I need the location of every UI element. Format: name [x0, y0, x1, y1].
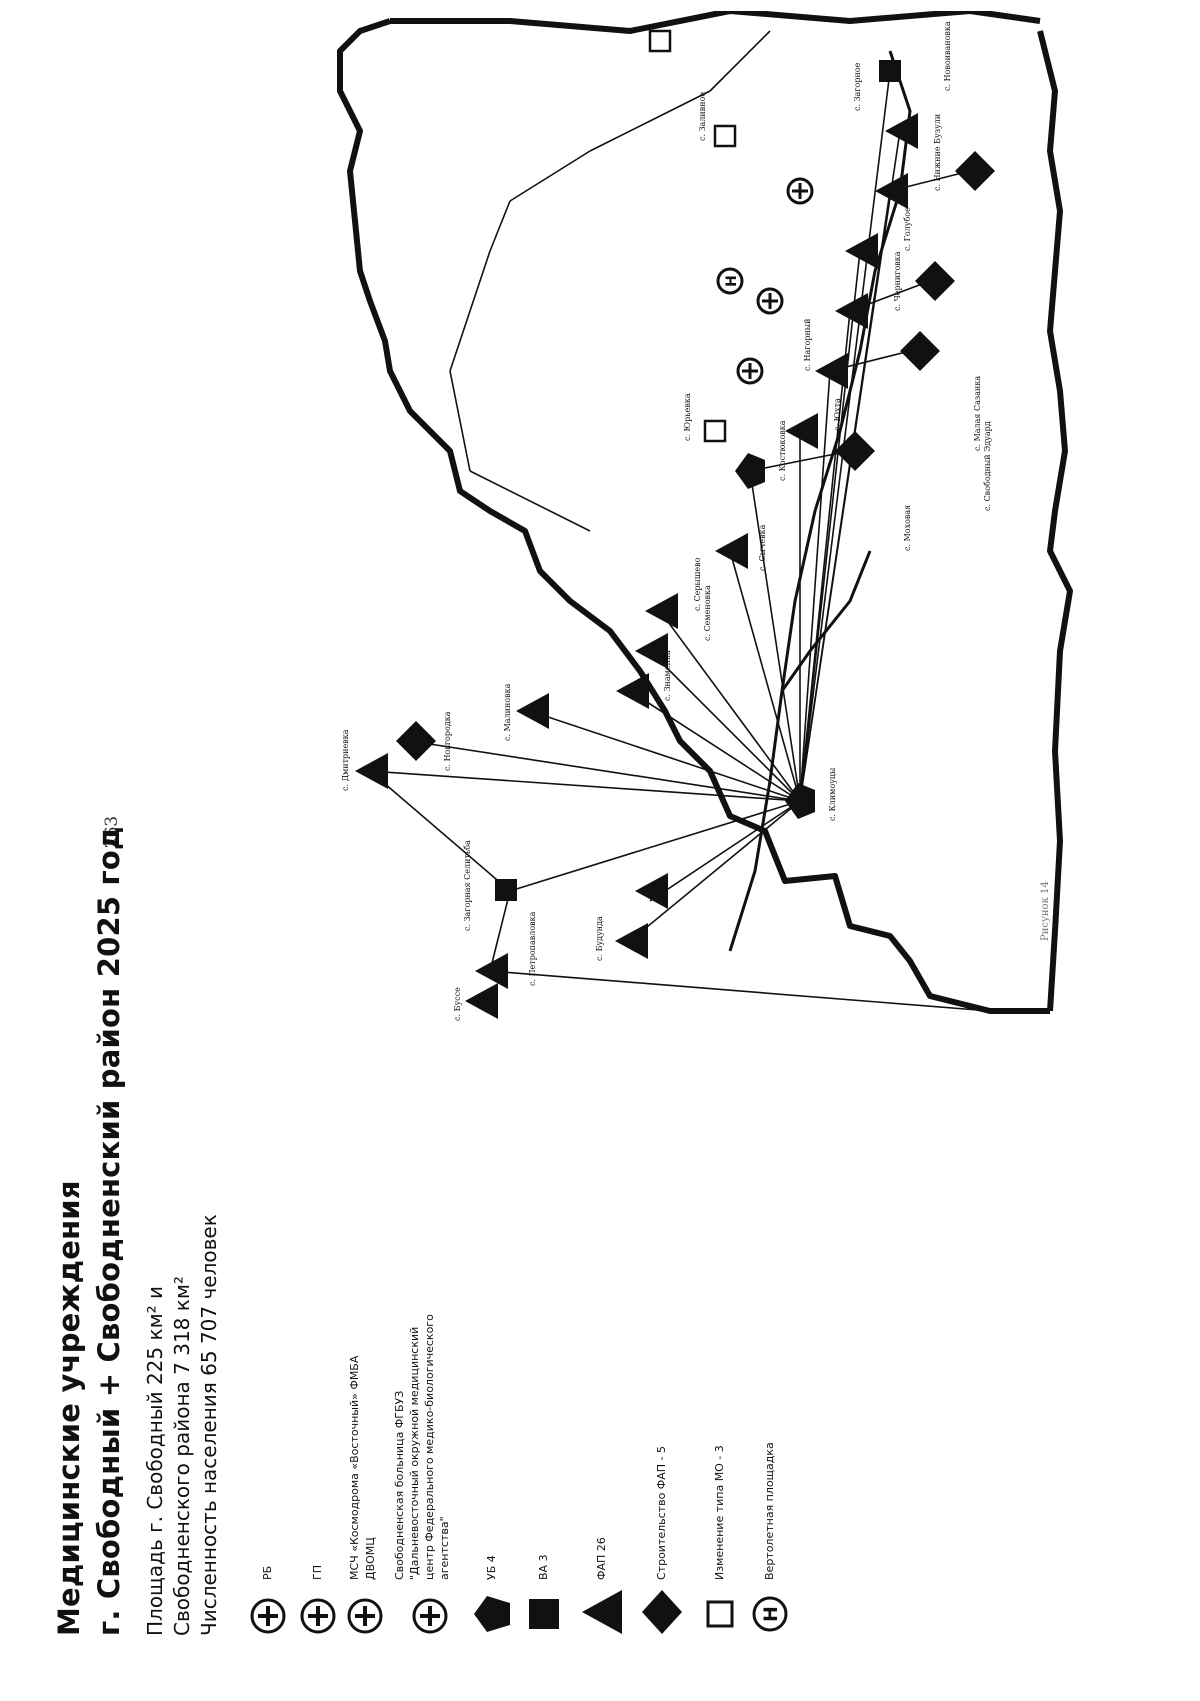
facility-markers [355, 60, 995, 1019]
river [728, 50, 912, 952]
place-label: с. Загорное [853, 62, 862, 111]
legend-item-va: ВА 3 [522, 1216, 582, 1636]
legend-label: Изменение типа МО - 3 [713, 1445, 726, 1580]
roads [369, 30, 991, 1012]
legend-label: Свободненская больница ФГБУЗ [393, 1390, 406, 1580]
place-label: с. Малиновка [503, 683, 512, 741]
legend-item-fap: ФАП 26 [580, 1216, 640, 1636]
legend-item-helipad: H Вертолетная площадка [748, 1216, 808, 1636]
helipad-icon: H [752, 1596, 788, 1632]
plus-circle-icon [347, 1598, 383, 1634]
plus-circle-icon [300, 1598, 336, 1634]
legend-label: агентства" [438, 1516, 451, 1580]
legend-label: РБ [261, 1565, 274, 1580]
legend-item-msch: МСЧ «Космодрома «Восточный» ФМБА ДВОМЦ [345, 1216, 405, 1636]
place-labels: с. Буссе с. Петропавловка с. Загорная Се… [341, 21, 992, 1021]
district-map: H с. Буссе с. Петропавловка с. Загорная … [337, 11, 1073, 1021]
legend-label: ДВОМЦ [364, 1537, 377, 1580]
area-district: Свободненского района 7 318 км² [170, 1276, 194, 1636]
legend-item-gp: ГП [298, 1216, 358, 1636]
hollow-square-icon [706, 1600, 734, 1628]
plus-circle-icon [412, 1598, 448, 1634]
place-label: с. Петропавловка [528, 911, 537, 986]
legend-item-ub: УБ 4 [470, 1216, 530, 1636]
legend-label: УБ 4 [485, 1555, 498, 1580]
place-label: с. Семеновка [703, 585, 712, 641]
page-title: Медицинские учреждения [52, 1180, 86, 1636]
square-icon [529, 1599, 559, 1629]
place-label: с. Загорная Селитьба [463, 840, 472, 931]
place-label: с. Заливное [698, 92, 707, 141]
area-city: Площадь г. Свободный 225 км² и [143, 1285, 167, 1636]
place-label: с. Знаменка [663, 650, 672, 701]
place-label: с. Климоуцы [828, 767, 837, 821]
legend-item-mo-type-change: Изменение типа МО - 3 [698, 1216, 758, 1636]
hospital-markers: H [716, 177, 814, 385]
place-label: с. Костюковка [778, 420, 787, 481]
place-label: с. Буссе [453, 987, 462, 1021]
place-label: с. Моховая [903, 505, 912, 551]
diamond-icon [642, 1590, 682, 1634]
plus-circle-icon [250, 1598, 286, 1634]
place-label: с. Свободный Эдуард [983, 421, 992, 511]
triangle-icon [582, 1590, 622, 1634]
pentagon-icon [474, 1596, 510, 1632]
legend-label: МСЧ «Космодрома «Восточный» ФМБА [348, 1355, 361, 1580]
district-boundary [337, 11, 1073, 1014]
legend-label: ВА 3 [537, 1554, 550, 1580]
svg-text:H: H [724, 275, 740, 287]
place-label: с. Малая Сазанка [973, 376, 982, 451]
figure-caption: Рисунок 14 [1040, 881, 1051, 941]
legend-label: Строительство ФАП - 5 [655, 1445, 668, 1580]
place-label: с. Юхта [833, 398, 842, 431]
place-label: с. Новгородка [443, 711, 452, 771]
place-label: с. Черниговка [893, 251, 902, 311]
legend-item-svobodnenskaya-hospital: Свободненская больница ФГБУЗ "Дальневост… [392, 1216, 452, 1636]
place-label: с. Новоивановка [943, 21, 952, 91]
legend-label: Вертолетная площадка [763, 1442, 776, 1580]
place-label: с. Юрьевка [683, 393, 692, 441]
place-label: с. Серышево [693, 557, 702, 611]
place-label: с. Нагорный [803, 319, 812, 371]
hollow-markers [648, 29, 737, 443]
legend-item-rb: РБ [248, 1216, 308, 1636]
place-label: с. Будунда [595, 916, 604, 961]
population: Численность населения 65 707 человек [197, 1214, 221, 1636]
legend-label: ГП [311, 1565, 324, 1580]
place-label: с. Нижние Бузули [933, 114, 942, 191]
place-label: с. Сычевка [758, 524, 767, 571]
place-label: с. Дмитриевка [341, 729, 350, 791]
svg-text:H: H [760, 1606, 782, 1622]
page-subtitle: г. Свободный + Свободненский район 2025 … [92, 826, 126, 1636]
place-label: с. Голубое [903, 207, 912, 251]
legend-label: центр Федерального медико-биологического [423, 1314, 436, 1580]
legend-item-fap-construction: Строительство ФАП - 5 [640, 1216, 700, 1636]
legend-label: ФАП 26 [595, 1537, 608, 1580]
legend-label: "Дальневосточный окружной медицинский [408, 1326, 421, 1580]
